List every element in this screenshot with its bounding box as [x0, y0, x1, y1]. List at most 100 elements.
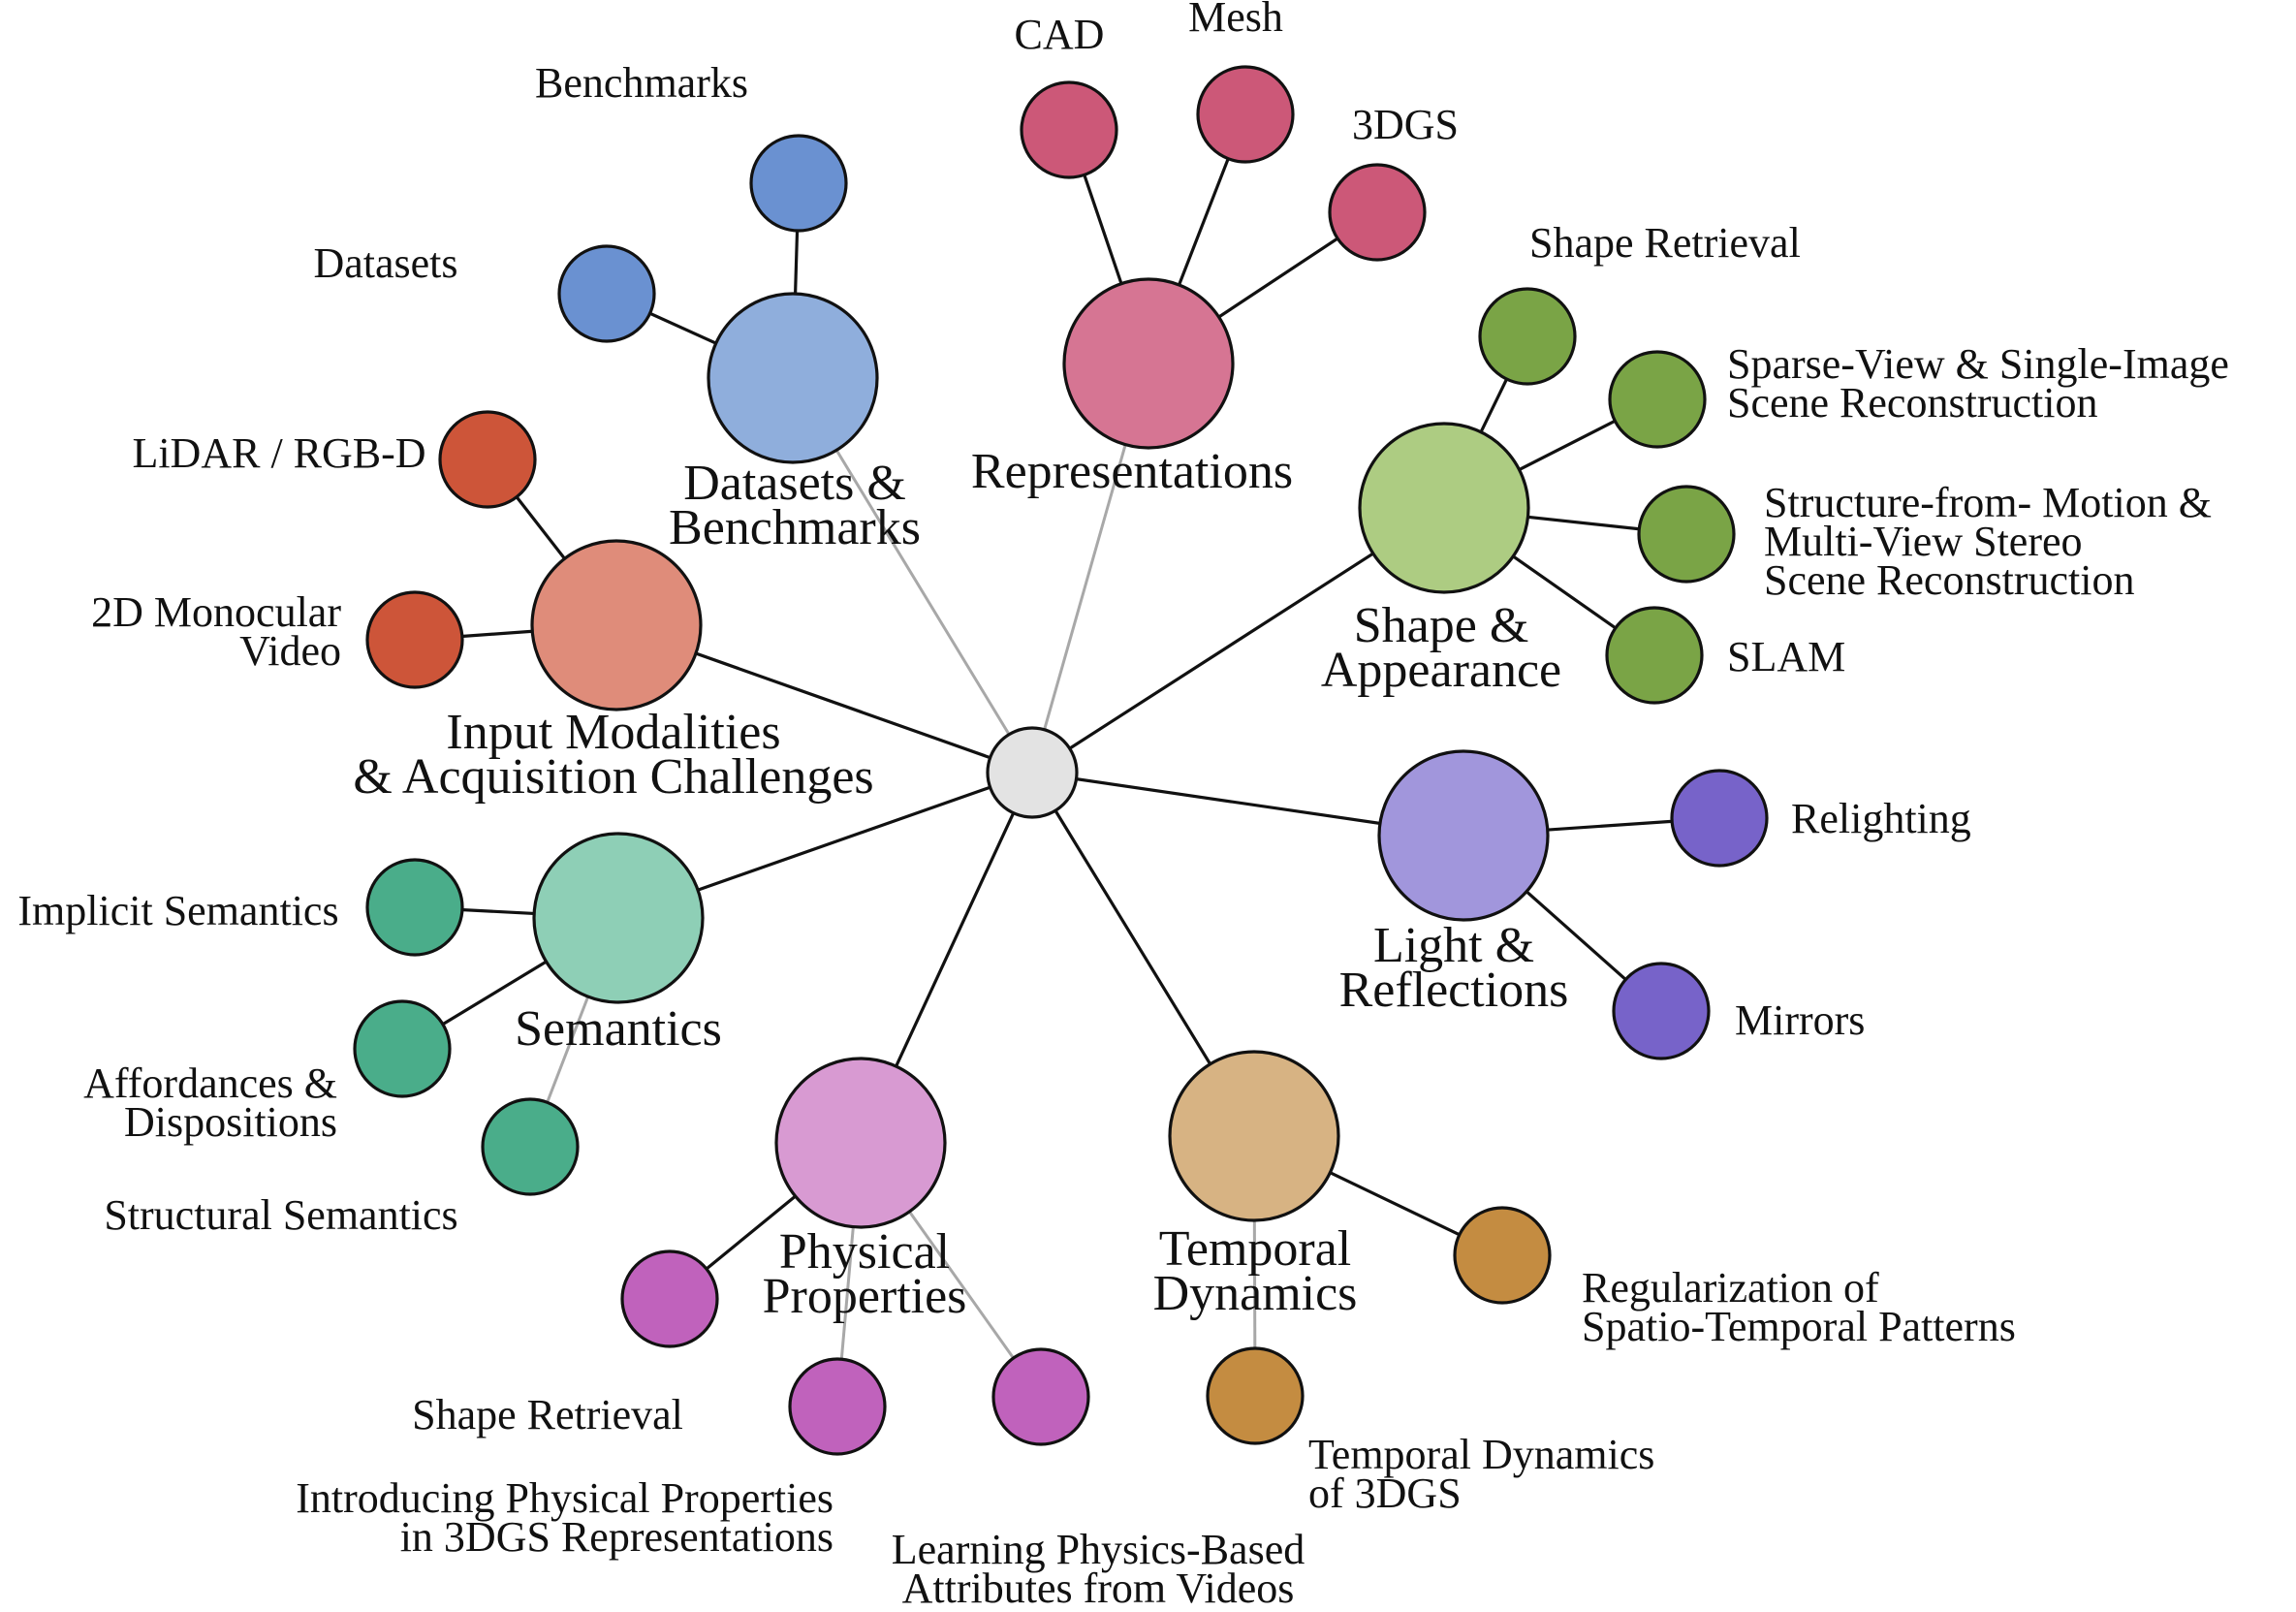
representations-leaf-node: [1196, 65, 1295, 164]
temporal-dynamics-hub-label-line: Dynamics: [1153, 1266, 1358, 1321]
input-modalities-leaf-label-line: Video: [239, 627, 341, 675]
light-reflections-leaf-label: Mirrors: [1735, 996, 1865, 1044]
light-reflections-leaf-node: [1612, 962, 1711, 1060]
representations-leaf-label: Mesh: [1188, 0, 1283, 41]
shape-appearance-leaf-label: SLAM: [1727, 633, 1845, 680]
temporal-dynamics-hub-label-line: Temporal: [1159, 1221, 1352, 1277]
input-modalities-leaf-label-line: LiDAR / RGB-D: [132, 429, 425, 477]
physical-properties-hub-label-line: Physical: [779, 1224, 950, 1280]
physical-properties-leaf-label-line: Learning Physics-Based: [892, 1526, 1305, 1573]
datasets-benchmarks-leaf-node: [749, 134, 848, 233]
representations-hub-node: [1062, 277, 1235, 450]
representations-hub-label: Representations: [971, 444, 1293, 499]
center-node: [986, 726, 1079, 819]
datasets-benchmarks-leaf-node: [557, 244, 656, 343]
representations-leaf-node: [1328, 163, 1427, 262]
light-reflections-hub-label-line: Reflections: [1339, 963, 1569, 1018]
semantics-leaf-label-line: Implicit Semantics: [17, 887, 338, 934]
input-modalities-leaf-label-line: 2D Monocular: [91, 588, 341, 636]
input-modalities-hub-label: Input Modalities& Acquisition Challenges: [353, 705, 873, 805]
shape-appearance-hub-label: Shape &Appearance: [1321, 598, 1561, 698]
input-modalities-hub-label-line: Input Modalities: [446, 705, 780, 760]
semantics-hub-node: [532, 832, 705, 1004]
representations-leaf-node: [1020, 80, 1118, 179]
semantics-leaf-node: [481, 1097, 580, 1196]
datasets-benchmarks-hub-node: [707, 292, 879, 464]
shape-appearance-leaf-node: [1478, 287, 1577, 386]
representations-leaf-label: 3DGS: [1352, 101, 1459, 148]
input-modalities-hub-label-line: & Acquisition Challenges: [353, 749, 873, 805]
shape-appearance-leaf-node: [1637, 485, 1736, 584]
input-modalities-leaf-node: [365, 590, 464, 689]
temporal-dynamics-leaf-label-line: Spatio-Temporal Patterns: [1582, 1303, 2016, 1350]
temporal-dynamics-leaf-label-line: of 3DGS: [1308, 1470, 1462, 1517]
shape-appearance-leaf-label-line: Multi-View Stereo: [1764, 518, 2083, 565]
physical-properties-leaf-label-line: Shape Retrieval: [412, 1391, 683, 1438]
temporal-dynamics-leaf-node: [1206, 1346, 1305, 1445]
physical-properties-leaf-node: [620, 1249, 719, 1348]
representations-leaf-label-line: 3DGS: [1352, 101, 1459, 148]
shape-appearance-hub-label-line: Appearance: [1321, 643, 1561, 698]
light-reflections-leaf-node: [1670, 769, 1769, 868]
physical-properties-leaf-node: [991, 1347, 1090, 1446]
semantics-leaf-label-line: Dispositions: [124, 1098, 337, 1146]
light-reflections-hub-node: [1377, 749, 1550, 922]
shape-appearance-hub-label-line: Shape &: [1354, 598, 1529, 653]
label-layer: Datasets &BenchmarksBenchmarksDatasetsRe…: [17, 0, 2228, 1612]
physical-properties-leaf-node: [788, 1357, 887, 1456]
temporal-dynamics-leaf-label-line: Temporal Dynamics: [1308, 1431, 1654, 1478]
input-modalities-leaf-node: [438, 410, 537, 509]
physical-properties-leaf-label-line: Introducing Physical Properties: [296, 1474, 833, 1522]
temporal-dynamics-leaf-label-line: Regularization of: [1582, 1264, 1879, 1312]
light-reflections-hub-label-line: Light &: [1373, 918, 1534, 973]
input-modalities-hub-node: [530, 539, 703, 711]
representations-leaf-label-line: CAD: [1015, 11, 1105, 58]
shape-appearance-leaf-node: [1605, 606, 1704, 705]
shape-appearance-leaf-label-line: Scene Reconstruction: [1727, 379, 2097, 427]
datasets-benchmarks-leaf-label-line: Datasets: [313, 239, 457, 287]
shape-appearance-leaf-node: [1608, 350, 1707, 449]
node-layer: [353, 65, 1769, 1456]
datasets-benchmarks-leaf-label-line: Benchmarks: [535, 59, 748, 107]
shape-appearance-leaf-label-line: Scene Reconstruction: [1764, 556, 2134, 604]
representations-leaf-label: CAD: [1015, 11, 1105, 58]
shape-appearance-leaf-label-line: SLAM: [1727, 633, 1845, 680]
physical-properties-leaf-label-line: in 3DGS Representations: [400, 1513, 833, 1561]
shape-appearance-leaf-label-line: Shape Retrieval: [1529, 219, 1801, 267]
semantics-leaf-label-line: Affordances &: [83, 1059, 337, 1107]
datasets-benchmarks-leaf-label: Benchmarks: [535, 59, 748, 107]
semantics-leaf-label: Implicit Semantics: [17, 887, 338, 934]
representations-hub-label-line: Representations: [971, 444, 1293, 499]
semantics-leaf-node: [365, 858, 464, 957]
datasets-benchmarks-hub-label: Datasets &Benchmarks: [669, 456, 921, 555]
physical-properties-leaf-label-line: Attributes from Videos: [902, 1565, 1295, 1612]
shape-appearance-leaf-label: Shape Retrieval: [1529, 219, 1801, 267]
semantics-leaf-label-line: Structural Semantics: [104, 1191, 457, 1239]
shape-appearance-leaf-label-line: Structure-from- Motion &: [1764, 479, 2212, 526]
physical-properties-hub-label-line: Properties: [763, 1269, 967, 1324]
semantics-leaf-label: Structural Semantics: [104, 1191, 457, 1239]
datasets-benchmarks-hub-label-line: Datasets &: [683, 456, 906, 511]
semantics-leaf-label: Affordances &Dispositions: [83, 1059, 337, 1146]
input-modalities-leaf-label: LiDAR / RGB-D: [132, 429, 425, 477]
physical-properties-hub-node: [774, 1057, 947, 1229]
physical-properties-leaf-label: Shape Retrieval: [412, 1391, 683, 1438]
shape-appearance-leaf-label: Structure-from- Motion &Multi-View Stere…: [1764, 479, 2212, 604]
temporal-dynamics-leaf-node: [1453, 1206, 1552, 1305]
semantics-hub-label: Semantics: [515, 1001, 722, 1057]
datasets-benchmarks-hub-label-line: Benchmarks: [669, 500, 921, 555]
shape-appearance-hub-node: [1358, 422, 1530, 594]
semantics-leaf-node: [353, 999, 452, 1098]
light-reflections-hub-label: Light &Reflections: [1339, 918, 1569, 1018]
semantics-hub-label-line: Semantics: [515, 1001, 722, 1057]
light-reflections-leaf-label: Relighting: [1791, 795, 1971, 842]
